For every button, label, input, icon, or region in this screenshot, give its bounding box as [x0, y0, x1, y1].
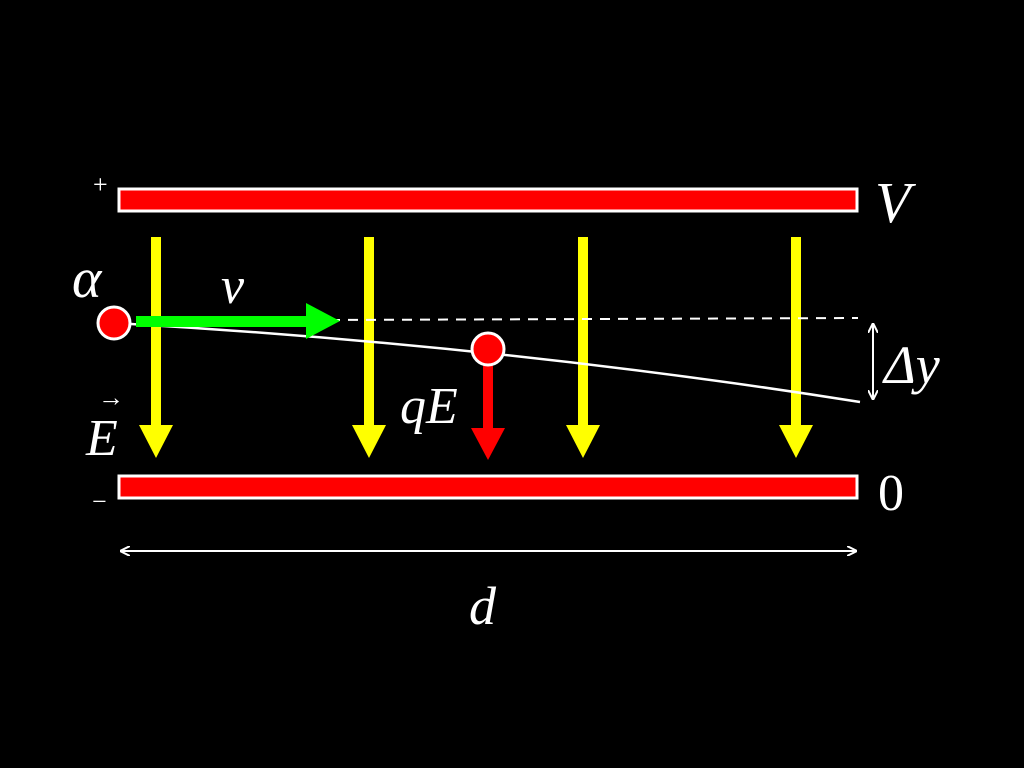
velocity-label: v	[221, 258, 245, 315]
deflection-label: Δy	[882, 335, 940, 395]
field-arrows	[139, 237, 813, 458]
undeflected-path-line	[329, 317, 859, 321]
field-vector-mark: →	[98, 383, 124, 412]
alpha-particle-start	[96, 305, 132, 341]
plus-sign: +	[93, 170, 108, 199]
force-arrow	[471, 362, 505, 460]
length-label: d	[469, 576, 497, 636]
bottom-plate	[117, 474, 859, 500]
voltage-top-label: V	[875, 170, 917, 235]
top-plate	[117, 187, 859, 213]
velocity-arrow	[136, 303, 340, 339]
field-arrow	[566, 237, 600, 458]
field-label: E	[85, 410, 118, 467]
field-arrow	[352, 237, 386, 458]
field-arrow	[139, 237, 173, 458]
voltage-bottom-label: 0	[878, 465, 904, 522]
minus-sign: −	[92, 487, 107, 516]
alpha-particle-mid	[470, 331, 506, 367]
field-arrow	[779, 237, 813, 458]
alpha-label: α	[72, 248, 103, 310]
force-label: qE	[400, 378, 458, 435]
